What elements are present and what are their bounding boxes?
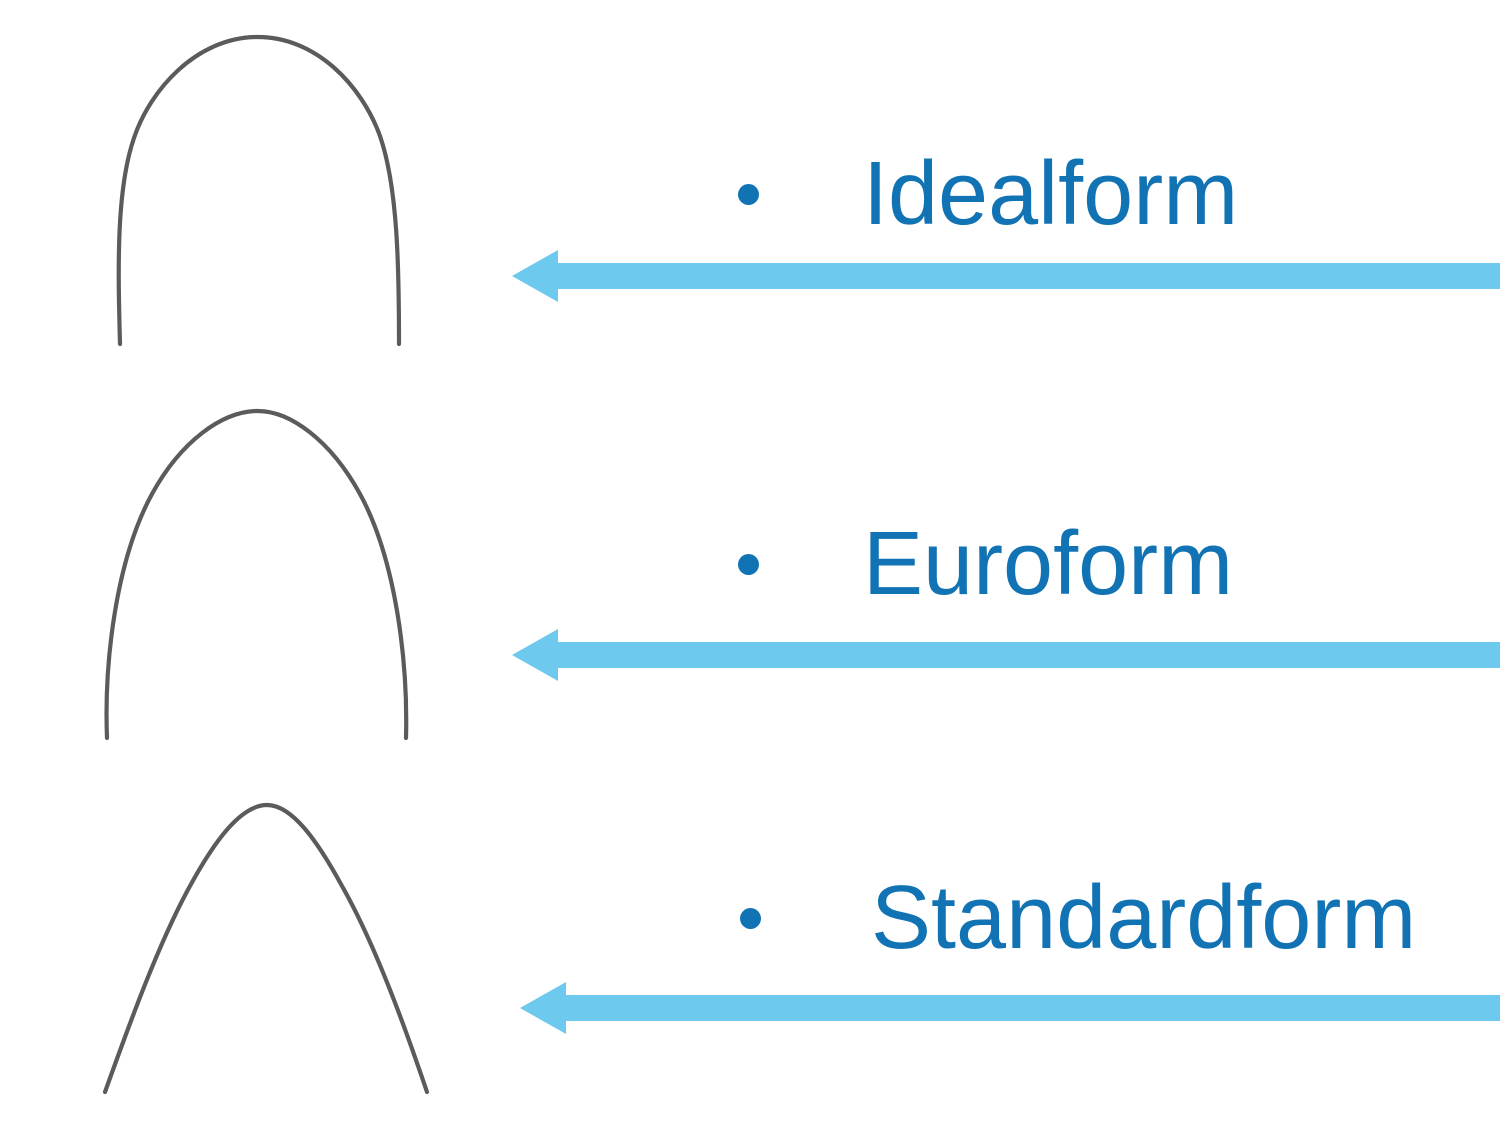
archwire-euroform (0, 400, 420, 750)
arrow-idealform (0, 248, 1500, 304)
bullet-icon (740, 907, 761, 929)
archwire-idealform (0, 20, 420, 350)
arrow-left-icon (512, 629, 1500, 681)
arrow-left-icon (512, 250, 1500, 302)
row-label-idealform: Idealform (738, 148, 1238, 240)
bullet-icon (738, 553, 759, 575)
row-label-standardform: Standardform (740, 872, 1416, 964)
archwire-standardform (0, 792, 460, 1102)
square-arch-icon (116, 34, 402, 347)
bullet-icon (738, 183, 759, 205)
arrow-left-icon (520, 982, 1500, 1034)
row-label-text: Euroform (863, 514, 1234, 614)
ovoid-arch-icon (104, 408, 409, 741)
arrow-euroform (0, 627, 1500, 683)
arrow-standardform (0, 980, 1500, 1036)
row-label-euroform: Euroform (738, 518, 1233, 610)
row-label-text: Standardform (871, 868, 1417, 968)
row-label-text: Idealform (863, 144, 1239, 244)
tapered-arch-icon (102, 802, 430, 1095)
